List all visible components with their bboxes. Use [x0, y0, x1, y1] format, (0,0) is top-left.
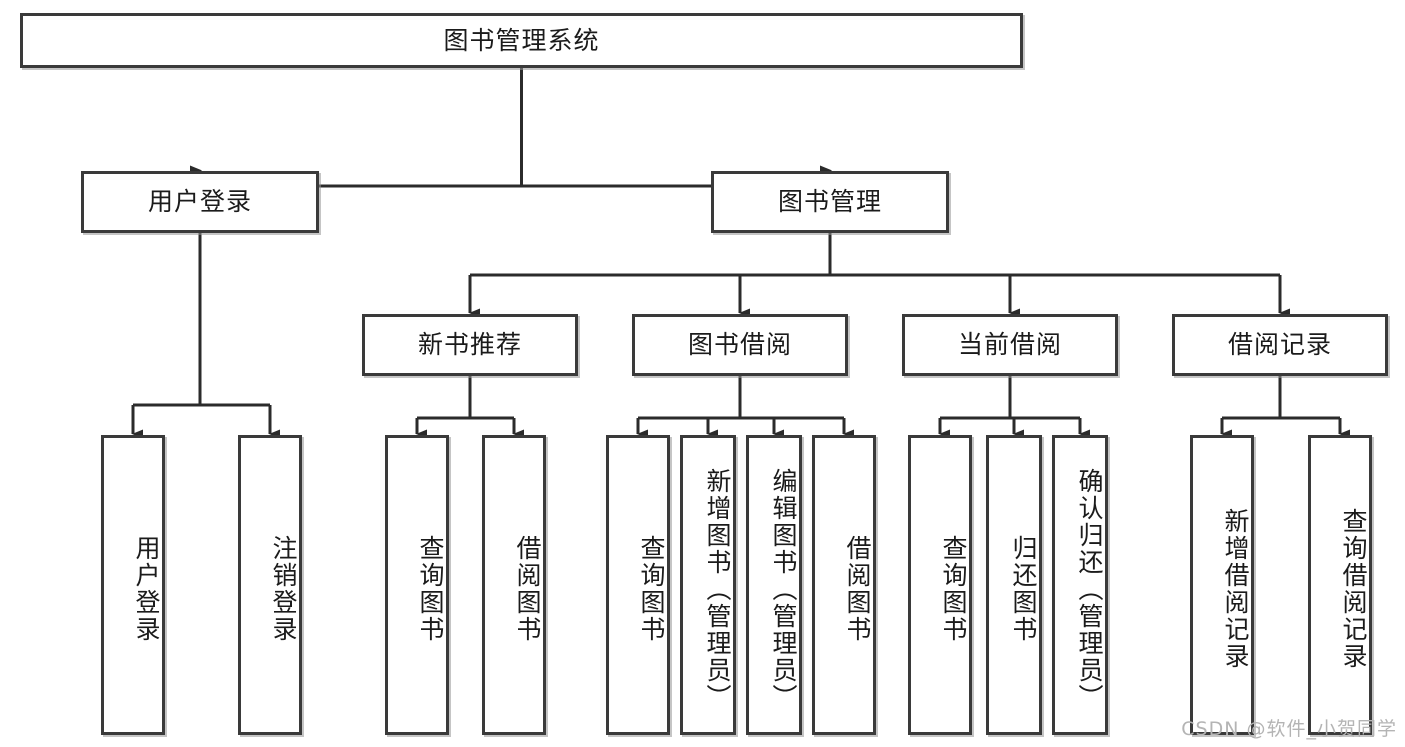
node-leaf-user-logout-label: 注销登录 [269, 535, 298, 643]
node-new-book-recommend[interactable]: 新书推荐 [362, 314, 578, 376]
node-leaf-query-book-b-label: 查询图书 [637, 535, 666, 643]
node-root[interactable]: 图书管理系统 [20, 13, 1023, 68]
node-leaf-borrow-book-a[interactable]: 借阅图书 [482, 435, 546, 735]
node-leaf-query-record-label: 查询借阅记录 [1339, 508, 1368, 670]
node-leaf-edit-book[interactable]: 编辑图书（管理员） [746, 435, 802, 735]
node-leaf-user-login[interactable]: 用户登录 [101, 435, 165, 735]
node-leaf-confirm-return-label: 确认归还（管理员） [1075, 467, 1104, 711]
node-leaf-query-book-c[interactable]: 查询图书 [908, 435, 972, 735]
node-leaf-query-book-a-label: 查询图书 [416, 535, 445, 643]
node-book-manage-label: 图书管理 [777, 187, 882, 217]
node-book-borrow-label: 图书借阅 [687, 330, 792, 360]
node-current-borrow[interactable]: 当前借阅 [902, 314, 1118, 376]
node-book-borrow[interactable]: 图书借阅 [632, 314, 848, 376]
node-borrow-record[interactable]: 借阅记录 [1172, 314, 1388, 376]
node-leaf-query-book-a[interactable]: 查询图书 [385, 435, 449, 735]
node-user-login[interactable]: 用户登录 [81, 171, 319, 233]
node-leaf-edit-book-label: 编辑图书（管理员） [769, 467, 798, 711]
watermark: CSDN @软件_小贺同学 [1181, 718, 1397, 740]
node-leaf-add-record[interactable]: 新增借阅记录 [1190, 435, 1254, 735]
node-leaf-add-book-label: 新增图书（管理员） [703, 467, 732, 711]
node-root-label: 图书管理系统 [443, 25, 600, 55]
node-current-borrow-label: 当前借阅 [957, 330, 1062, 360]
node-leaf-return-book-label: 归还图书 [1009, 535, 1038, 643]
node-borrow-record-label: 借阅记录 [1227, 330, 1332, 360]
node-leaf-confirm-return[interactable]: 确认归还（管理员） [1052, 435, 1108, 735]
node-leaf-add-record-label: 新增借阅记录 [1221, 508, 1250, 670]
node-leaf-query-record[interactable]: 查询借阅记录 [1308, 435, 1372, 735]
node-leaf-query-book-b[interactable]: 查询图书 [606, 435, 670, 735]
node-user-login-label: 用户登录 [147, 187, 252, 217]
node-leaf-borrow-book-b[interactable]: 借阅图书 [812, 435, 876, 735]
node-leaf-query-book-c-label: 查询图书 [939, 535, 968, 643]
node-leaf-return-book[interactable]: 归还图书 [986, 435, 1042, 735]
node-new-book-recommend-label: 新书推荐 [417, 330, 522, 360]
node-leaf-user-login-label: 用户登录 [132, 535, 161, 643]
node-book-manage[interactable]: 图书管理 [711, 171, 949, 233]
node-leaf-borrow-book-b-label: 借阅图书 [843, 535, 872, 643]
node-leaf-add-book[interactable]: 新增图书（管理员） [680, 435, 736, 735]
node-leaf-user-logout[interactable]: 注销登录 [238, 435, 302, 735]
node-leaf-borrow-book-a-label: 借阅图书 [513, 535, 542, 643]
